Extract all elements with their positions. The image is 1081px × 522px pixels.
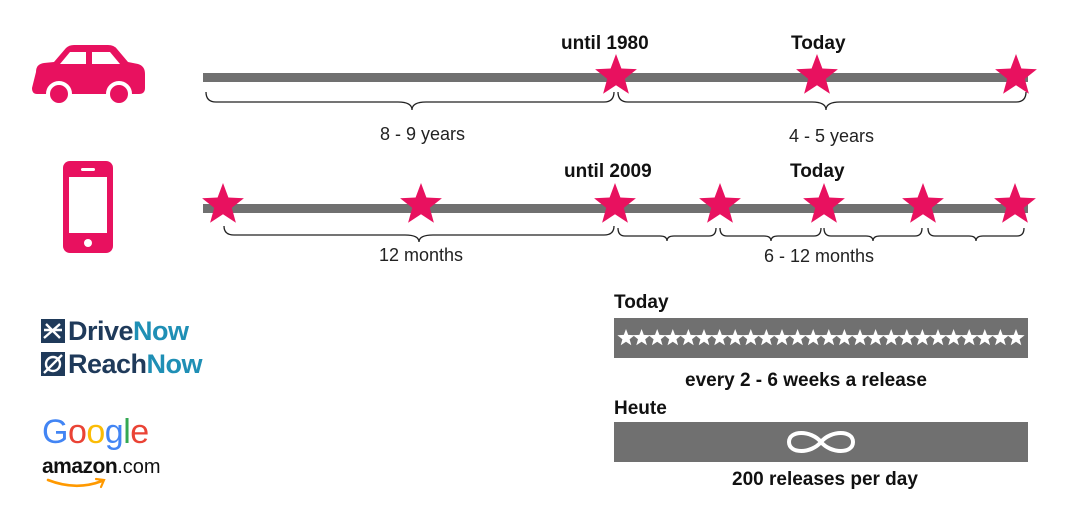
star-icon	[595, 54, 637, 94]
star-icon	[633, 329, 651, 346]
google-letter: e	[130, 413, 149, 451]
amazon-text-b: .com	[117, 456, 161, 478]
car-label-today: Today	[791, 33, 846, 54]
star-icon	[976, 329, 994, 346]
star-icon	[796, 54, 838, 94]
star-icon	[400, 183, 442, 223]
reachnow-text-a: Reach	[68, 349, 147, 379]
release-stars	[617, 329, 1025, 346]
car-label-past: until 1980	[561, 33, 649, 54]
star-icon	[617, 329, 635, 346]
star-icon	[991, 329, 1009, 346]
star-icon	[994, 183, 1036, 223]
star-icon	[1007, 329, 1025, 346]
drivenow-text-a: Drive	[68, 316, 134, 346]
star-icon	[648, 329, 666, 346]
infinity-icon	[786, 431, 856, 453]
star-icon	[711, 329, 729, 346]
star-icon	[803, 183, 845, 223]
release-heute-bar	[614, 422, 1028, 462]
google-letter: o	[86, 413, 105, 451]
star-icon	[945, 329, 963, 346]
amazon-text-a: amazon	[42, 455, 118, 478]
phone-brace-5	[927, 227, 1025, 242]
star-icon	[773, 329, 791, 346]
car-brace-1	[205, 91, 615, 111]
star-icon	[929, 329, 947, 346]
smartphone-icon	[63, 161, 113, 253]
amazon-smile-icon	[46, 477, 106, 489]
reachnow-text-b: Now	[146, 349, 203, 379]
star-icon	[742, 329, 760, 346]
star-icon	[679, 329, 697, 346]
phone-brace-2	[617, 227, 717, 242]
google-letter: g	[104, 413, 124, 451]
release-today-heading: Today	[614, 292, 669, 313]
google-letter: o	[67, 413, 87, 451]
release-heute-heading: Heute	[614, 398, 667, 419]
star-icon	[757, 329, 775, 346]
car-span-1: 8 - 9 years	[380, 124, 466, 144]
star-icon	[995, 54, 1037, 94]
phone-brace-1	[223, 225, 615, 243]
star-icon	[913, 329, 931, 346]
car-span-2: 4 - 5 years	[789, 126, 875, 146]
star-icon	[882, 329, 900, 346]
star-icon	[726, 329, 744, 346]
star-icon	[820, 329, 838, 346]
star-icon	[902, 183, 944, 223]
star-icon	[664, 329, 682, 346]
star-icon	[695, 329, 713, 346]
phone-brace-3	[719, 227, 822, 242]
star-icon	[851, 329, 869, 346]
phone-span-2: 6 - 12 months	[764, 246, 875, 266]
release-today-caption: every 2 - 6 weeks a release	[685, 370, 927, 391]
star-icon	[898, 329, 916, 346]
release-heute-caption: 200 releases per day	[732, 469, 918, 490]
phone-span-1: 12 months	[379, 245, 464, 265]
phone-label-past: until 2009	[564, 161, 652, 182]
star-icon	[594, 183, 636, 223]
google-letter: G	[42, 413, 68, 451]
star-icon	[835, 329, 853, 346]
reachnow-mark-icon	[41, 352, 65, 376]
drivenow-mark-icon	[41, 319, 65, 343]
amazon-logo: amazon.com	[42, 455, 161, 489]
car-brace-2	[617, 91, 1027, 111]
phone-label-today: Today	[790, 161, 845, 182]
phone-brace-4	[823, 227, 923, 242]
car-icon	[32, 45, 145, 106]
star-icon	[202, 183, 244, 223]
star-icon	[867, 329, 885, 346]
star-icon	[789, 329, 807, 346]
drivenow-text-b: Now	[133, 316, 189, 346]
star-icon	[960, 329, 978, 346]
star-icon	[804, 329, 822, 346]
star-icon	[699, 183, 741, 223]
google-letter: l	[123, 413, 131, 451]
google-logo: Google	[42, 412, 149, 452]
release-today-bar	[614, 318, 1028, 358]
